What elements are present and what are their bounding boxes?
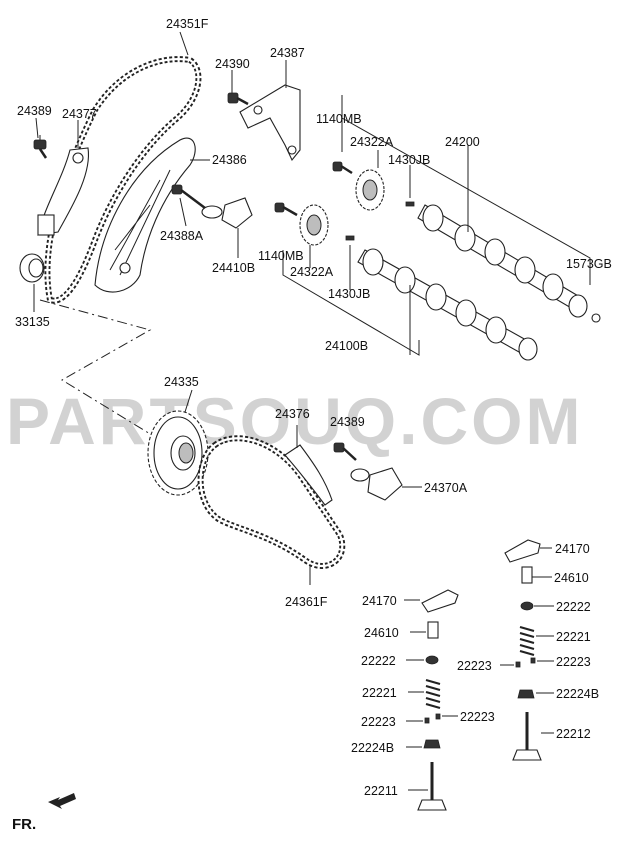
bolt-1140MB-upper — [332, 161, 353, 175]
tensioner-24410B — [201, 197, 253, 258]
spring-right — [519, 625, 535, 657]
cotter-left-b — [435, 713, 441, 720]
label-24410B: 24410B — [212, 261, 255, 275]
label-24322A-mid: 24322A — [290, 265, 334, 279]
part-labels: 24351F 24387 24390 24389 24377 1140MB 24… — [12, 17, 612, 833]
label-24361F: 24361F — [285, 595, 328, 609]
cotter-right-a — [515, 661, 521, 668]
label-22223-right-b: 22223 — [556, 655, 591, 669]
rocker-arm-left — [421, 589, 459, 613]
label-22222-left: 22222 — [361, 654, 396, 668]
tensioner-arm-24377 — [37, 147, 90, 236]
camshaft-24200 — [417, 204, 588, 318]
label-24610-left: 24610 — [364, 626, 399, 640]
alignment-line — [39, 299, 161, 441]
label-22212: 22212 — [556, 727, 591, 741]
valve-train-right — [504, 539, 542, 761]
label-22221-right: 22221 — [556, 630, 591, 644]
label-24386: 24386 — [212, 153, 247, 167]
label-24351F: 24351F — [166, 17, 209, 31]
bolt-24389-mid — [333, 442, 357, 461]
pin-1430JB-lower — [345, 235, 355, 241]
label-24376: 24376 — [275, 407, 310, 421]
label-24100B: 24100B — [325, 339, 368, 353]
spring-left — [425, 678, 441, 710]
valve-head-22212 — [512, 749, 542, 761]
label-24335: 24335 — [164, 375, 199, 389]
label-22223-left-a: 22223 — [361, 715, 396, 729]
seal-right — [517, 689, 535, 699]
front-label: FR. — [12, 816, 36, 833]
label-24322A-top: 24322A — [350, 135, 394, 149]
label-24388A: 24388A — [160, 229, 204, 243]
label-22224B-left: 22224B — [351, 741, 394, 755]
callout-brackets-upper — [282, 95, 591, 356]
cotter-right-b — [530, 657, 536, 664]
label-24387: 24387 — [270, 46, 305, 60]
label-33135: 33135 — [15, 315, 50, 329]
lash-adjuster-left — [427, 621, 439, 639]
label-22222-right: 22222 — [556, 600, 591, 614]
cam-sprocket-upper — [355, 169, 385, 211]
bolt-1140MB-lower — [274, 202, 298, 217]
retainer-left — [425, 655, 439, 665]
bolt-24389-top — [33, 135, 48, 159]
label-24390: 24390 — [215, 57, 250, 71]
label-22223-right-a: 22223 — [457, 659, 492, 673]
label-24170-left: 24170 — [362, 594, 397, 608]
label-24389-top: 24389 — [17, 104, 52, 118]
leader-24335 — [184, 389, 193, 413]
label-22223-left-b: 22223 — [460, 710, 495, 724]
label-24389-mid: 24389 — [330, 415, 365, 429]
label-leaders — [33, 31, 554, 791]
label-24377: 24377 — [62, 107, 97, 121]
cam-sprocket-lower — [299, 204, 329, 246]
plug-1573GB — [591, 313, 601, 323]
front-arrow-icon — [48, 793, 76, 809]
bolt-24390 — [227, 92, 249, 106]
label-1573GB: 1573GB — [566, 257, 612, 271]
label-1140MB-top: 1140MB — [316, 112, 362, 126]
label-1140MB-mid: 1140MB — [258, 249, 304, 263]
crank-sprocket-24335 — [147, 410, 209, 496]
label-24610-right: 24610 — [554, 571, 589, 585]
label-22211: 22211 — [364, 784, 398, 798]
valve-head-22211 — [417, 799, 447, 811]
label-22224B-right: 22224B — [556, 687, 599, 701]
bracket-24387 — [239, 84, 301, 162]
valve-train-left — [417, 589, 459, 811]
seal-left — [423, 739, 441, 749]
retainer-right — [520, 601, 534, 611]
label-24170-right: 24170 — [555, 542, 590, 556]
washer-33135 — [19, 253, 45, 283]
bolt-24388A — [171, 184, 206, 209]
label-1430JB-mid: 1430JB — [328, 287, 370, 301]
label-24370A: 24370A — [424, 481, 468, 495]
cotter-left-a — [424, 717, 430, 724]
lash-adjuster-right — [521, 566, 533, 584]
chain-guide-24386 — [94, 137, 196, 293]
label-22221-left: 22221 — [362, 686, 397, 700]
lower-timing-chain — [197, 435, 346, 569]
label-1430JB-top: 1430JB — [388, 153, 430, 167]
watermark: PARTSOUQ.COM — [6, 384, 583, 458]
label-24200: 24200 — [445, 135, 480, 149]
pin-1430JB-upper — [405, 201, 415, 207]
tensioner-24370A — [350, 467, 422, 501]
rocker-arm-right — [504, 539, 541, 563]
camshaft-24100B — [357, 248, 538, 361]
chain-guide-24376 — [284, 425, 333, 506]
